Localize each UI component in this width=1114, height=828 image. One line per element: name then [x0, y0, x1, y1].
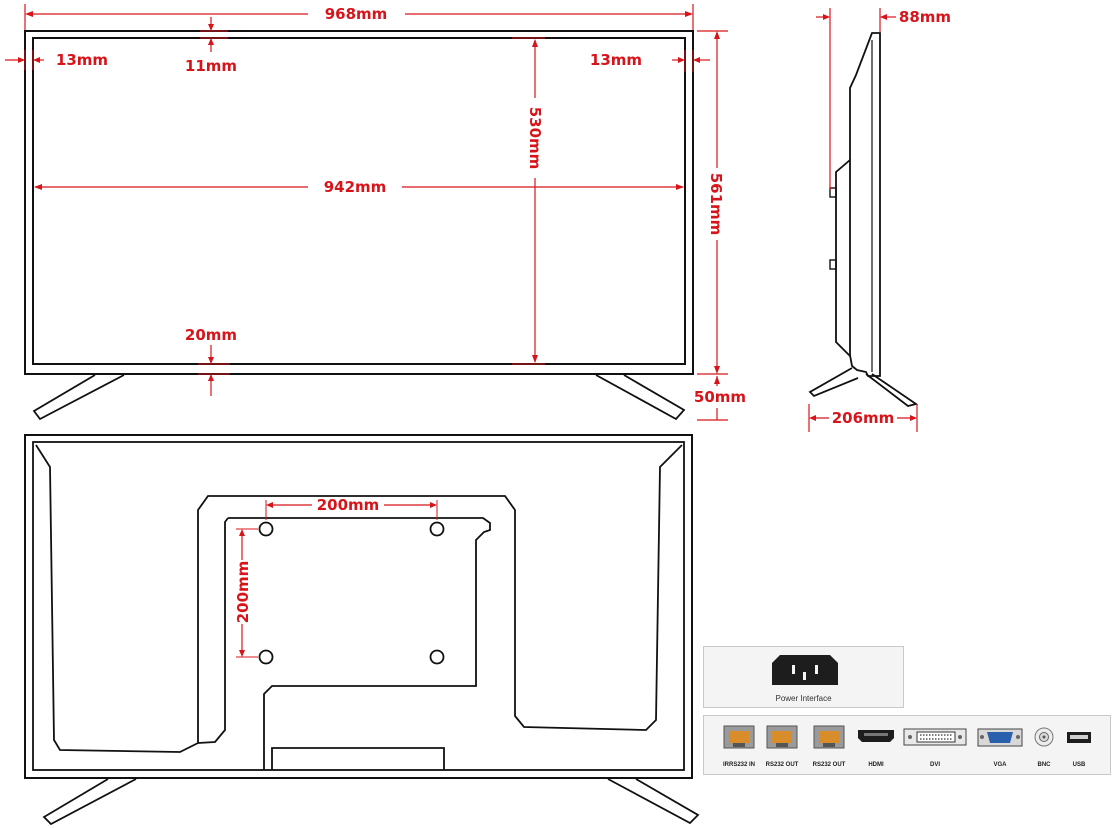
dvi-port-icon — [903, 728, 967, 746]
port-label: DVI — [930, 762, 940, 768]
rj45-port-icon — [723, 725, 755, 749]
dim-bezel-top: 11mm — [185, 57, 237, 75]
rear-inner-frame — [32, 441, 685, 771]
rear-bottom-block — [271, 747, 445, 770]
vesa-hole-top-right — [429, 521, 445, 537]
dim-bezel-left: 13mm — [56, 51, 108, 69]
vesa-hole-bottom-right — [429, 649, 445, 665]
front-screen — [32, 37, 686, 365]
port-label: RS232 OUT — [813, 762, 846, 768]
front-left-foot — [32, 374, 125, 421]
port-label: BNC — [1038, 762, 1052, 768]
power-socket-icon — [772, 655, 838, 685]
front-right-foot — [595, 374, 686, 421]
port-label: IRRS232 IN — [723, 762, 755, 768]
power-interface-panel: Power Interface — [703, 646, 904, 708]
front-dimensions: 968mm 942mm 530mm 561mm 50mm — [5, 4, 746, 421]
dim-vesa-horizontal: 200mm — [317, 496, 380, 514]
port-label: HDMI — [868, 762, 884, 768]
rear-back-cover — [35, 444, 683, 753]
bnc-port-icon — [1034, 727, 1054, 747]
hdmi-port-icon — [858, 730, 894, 742]
vesa-hole-bottom-left — [258, 649, 274, 665]
front-view — [24, 30, 694, 421]
vga-port-icon — [977, 728, 1023, 747]
dim-screen-width: 942mm — [324, 178, 387, 196]
port-label: VGA — [993, 762, 1007, 768]
power-interface-label: Power Interface — [775, 694, 832, 703]
rear-right-foot — [607, 778, 700, 825]
dim-outer-width: 968mm — [325, 5, 388, 23]
rear-left-foot — [42, 778, 137, 826]
ports-panel: IRRS232 IN RS232 OUT RS232 OUT HDMI DVI … — [703, 715, 1111, 775]
dim-stand-depth: 206mm — [832, 409, 895, 427]
dim-bezel-bottom: 20mm — [185, 326, 237, 344]
rj45-port-icon — [813, 725, 845, 749]
side-view — [808, 32, 919, 407]
dim-vesa-vertical: 200mm — [234, 561, 252, 624]
dim-screen-height: 530mm — [526, 107, 544, 170]
dim-bezel-right: 13mm — [590, 51, 642, 69]
side-dimensions: 88mm 206mm — [808, 8, 951, 432]
rear-view — [24, 434, 700, 826]
port-label: RS232 OUT — [766, 762, 799, 768]
dim-depth: 88mm — [899, 8, 951, 26]
dim-stand-height: 50mm — [694, 388, 746, 406]
rear-dimensions: 200mm 200mm — [234, 496, 438, 658]
usb-port-icon — [1067, 732, 1091, 743]
vesa-hole-top-left — [258, 521, 274, 537]
dim-outer-height: 561mm — [707, 173, 725, 236]
port-label: USB — [1073, 762, 1086, 768]
rj45-port-icon — [766, 725, 798, 749]
rear-vesa-panel — [197, 517, 491, 770]
